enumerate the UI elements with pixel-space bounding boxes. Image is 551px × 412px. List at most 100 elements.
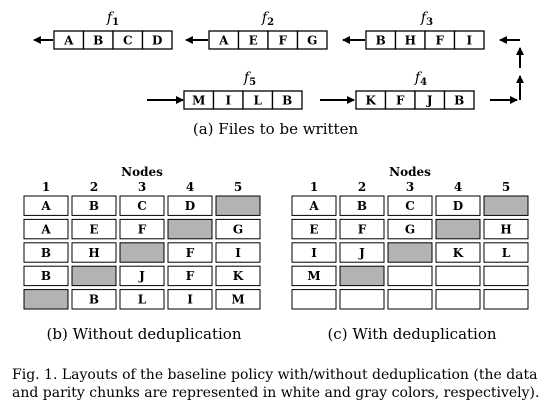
chunk-label: H (88, 246, 99, 260)
data-chunk (71, 289, 117, 310)
node-column-label: 1 (310, 180, 318, 194)
chunk-label: K (453, 246, 464, 260)
chunk-label: A (40, 222, 51, 236)
file-chunk-label: B (282, 94, 292, 108)
chunk-label: F (138, 222, 147, 236)
data-chunk (483, 265, 529, 287)
chunk-label: F (186, 269, 195, 283)
file-label-f5: f5 (243, 70, 256, 88)
parity-chunk (167, 218, 213, 240)
chunk-label: F (186, 246, 195, 260)
node-column-label: 3 (138, 180, 146, 194)
data-chunk (435, 289, 481, 310)
data-chunk (483, 289, 529, 310)
chunk-label: L (502, 246, 511, 260)
data-chunk (339, 195, 385, 216)
parity-chunk (23, 289, 69, 310)
chunk-label: A (308, 199, 319, 213)
node-column-label: 5 (502, 180, 510, 194)
file-chunk-label: E (249, 34, 258, 48)
chunk-label: F (358, 222, 367, 236)
data-chunk (291, 218, 337, 240)
chunk-label: M (307, 269, 320, 283)
nodes-title: Nodes (121, 165, 163, 179)
chunk-label: I (311, 246, 317, 260)
parity-chunk (339, 265, 385, 287)
data-chunk (339, 242, 385, 263)
data-chunk (119, 218, 165, 240)
data-chunk (167, 289, 213, 310)
chunk-label: B (357, 199, 367, 213)
data-chunk (23, 195, 69, 216)
data-chunk (387, 195, 433, 216)
data-chunk (167, 265, 213, 287)
file-chunk-label: F (396, 94, 405, 108)
chunk-label: I (187, 293, 193, 307)
chunk-label: M (231, 293, 244, 307)
chunk-label: B (41, 246, 51, 260)
data-chunk (215, 242, 261, 263)
node-column-label: 3 (406, 180, 414, 194)
parity-chunk (483, 195, 529, 216)
data-chunk (291, 195, 337, 216)
parity-chunk (119, 242, 165, 263)
nodes-title: Nodes (389, 165, 431, 179)
subcaption-a: (a) Files to be written (192, 120, 359, 138)
file-chunk-label: L (254, 94, 263, 108)
file-chunk-label: I (225, 94, 231, 108)
file-label-f3: f3 (420, 10, 433, 28)
node-column-label: 1 (42, 180, 50, 194)
file-chunk-label: I (466, 34, 472, 48)
data-chunk (23, 265, 69, 287)
data-chunk (167, 242, 213, 263)
data-chunk (167, 195, 213, 216)
chunk-label: K (233, 269, 244, 283)
file-chunk-box (141, 30, 173, 50)
parity-chunk (387, 242, 433, 263)
data-chunk (71, 242, 117, 263)
data-chunk (71, 218, 117, 240)
parity-chunk (435, 218, 481, 240)
data-chunk (483, 218, 529, 240)
node-column-label: 4 (454, 180, 462, 194)
file-chunk-label: B (454, 94, 464, 108)
chunk-label: A (40, 199, 51, 213)
node-column-label: 5 (234, 180, 242, 194)
file-label-f1: f1 (106, 10, 119, 28)
file-chunk-label: K (366, 94, 377, 108)
data-chunk (339, 289, 385, 310)
chunk-label: J (138, 269, 145, 283)
data-chunk (291, 265, 337, 287)
data-chunk (435, 242, 481, 263)
data-chunk (215, 289, 261, 310)
data-chunk (119, 289, 165, 310)
subcaption-b: (b) Without deduplication (46, 325, 242, 343)
file-chunk-box (296, 30, 328, 50)
data-chunk (291, 289, 337, 310)
chunk-label: J (358, 246, 365, 260)
file-label-f2: f2 (261, 10, 274, 28)
node-column-label: 4 (186, 180, 194, 194)
chunk-label: C (137, 199, 147, 213)
file-chunk-label: B (93, 34, 103, 48)
file-chunk-label: A (218, 34, 229, 48)
data-chunk (23, 242, 69, 263)
parity-chunk (215, 195, 261, 216)
file-chunk-label: H (405, 34, 416, 48)
flow-arrows (33, 36, 524, 104)
data-chunk (435, 265, 481, 287)
node-column-label: 2 (358, 180, 366, 194)
data-chunk (71, 195, 117, 216)
file-chunk-box (443, 90, 475, 110)
chunk-label: C (405, 199, 415, 213)
file-chunk-label: F (278, 34, 287, 48)
chunk-label: G (405, 222, 415, 236)
